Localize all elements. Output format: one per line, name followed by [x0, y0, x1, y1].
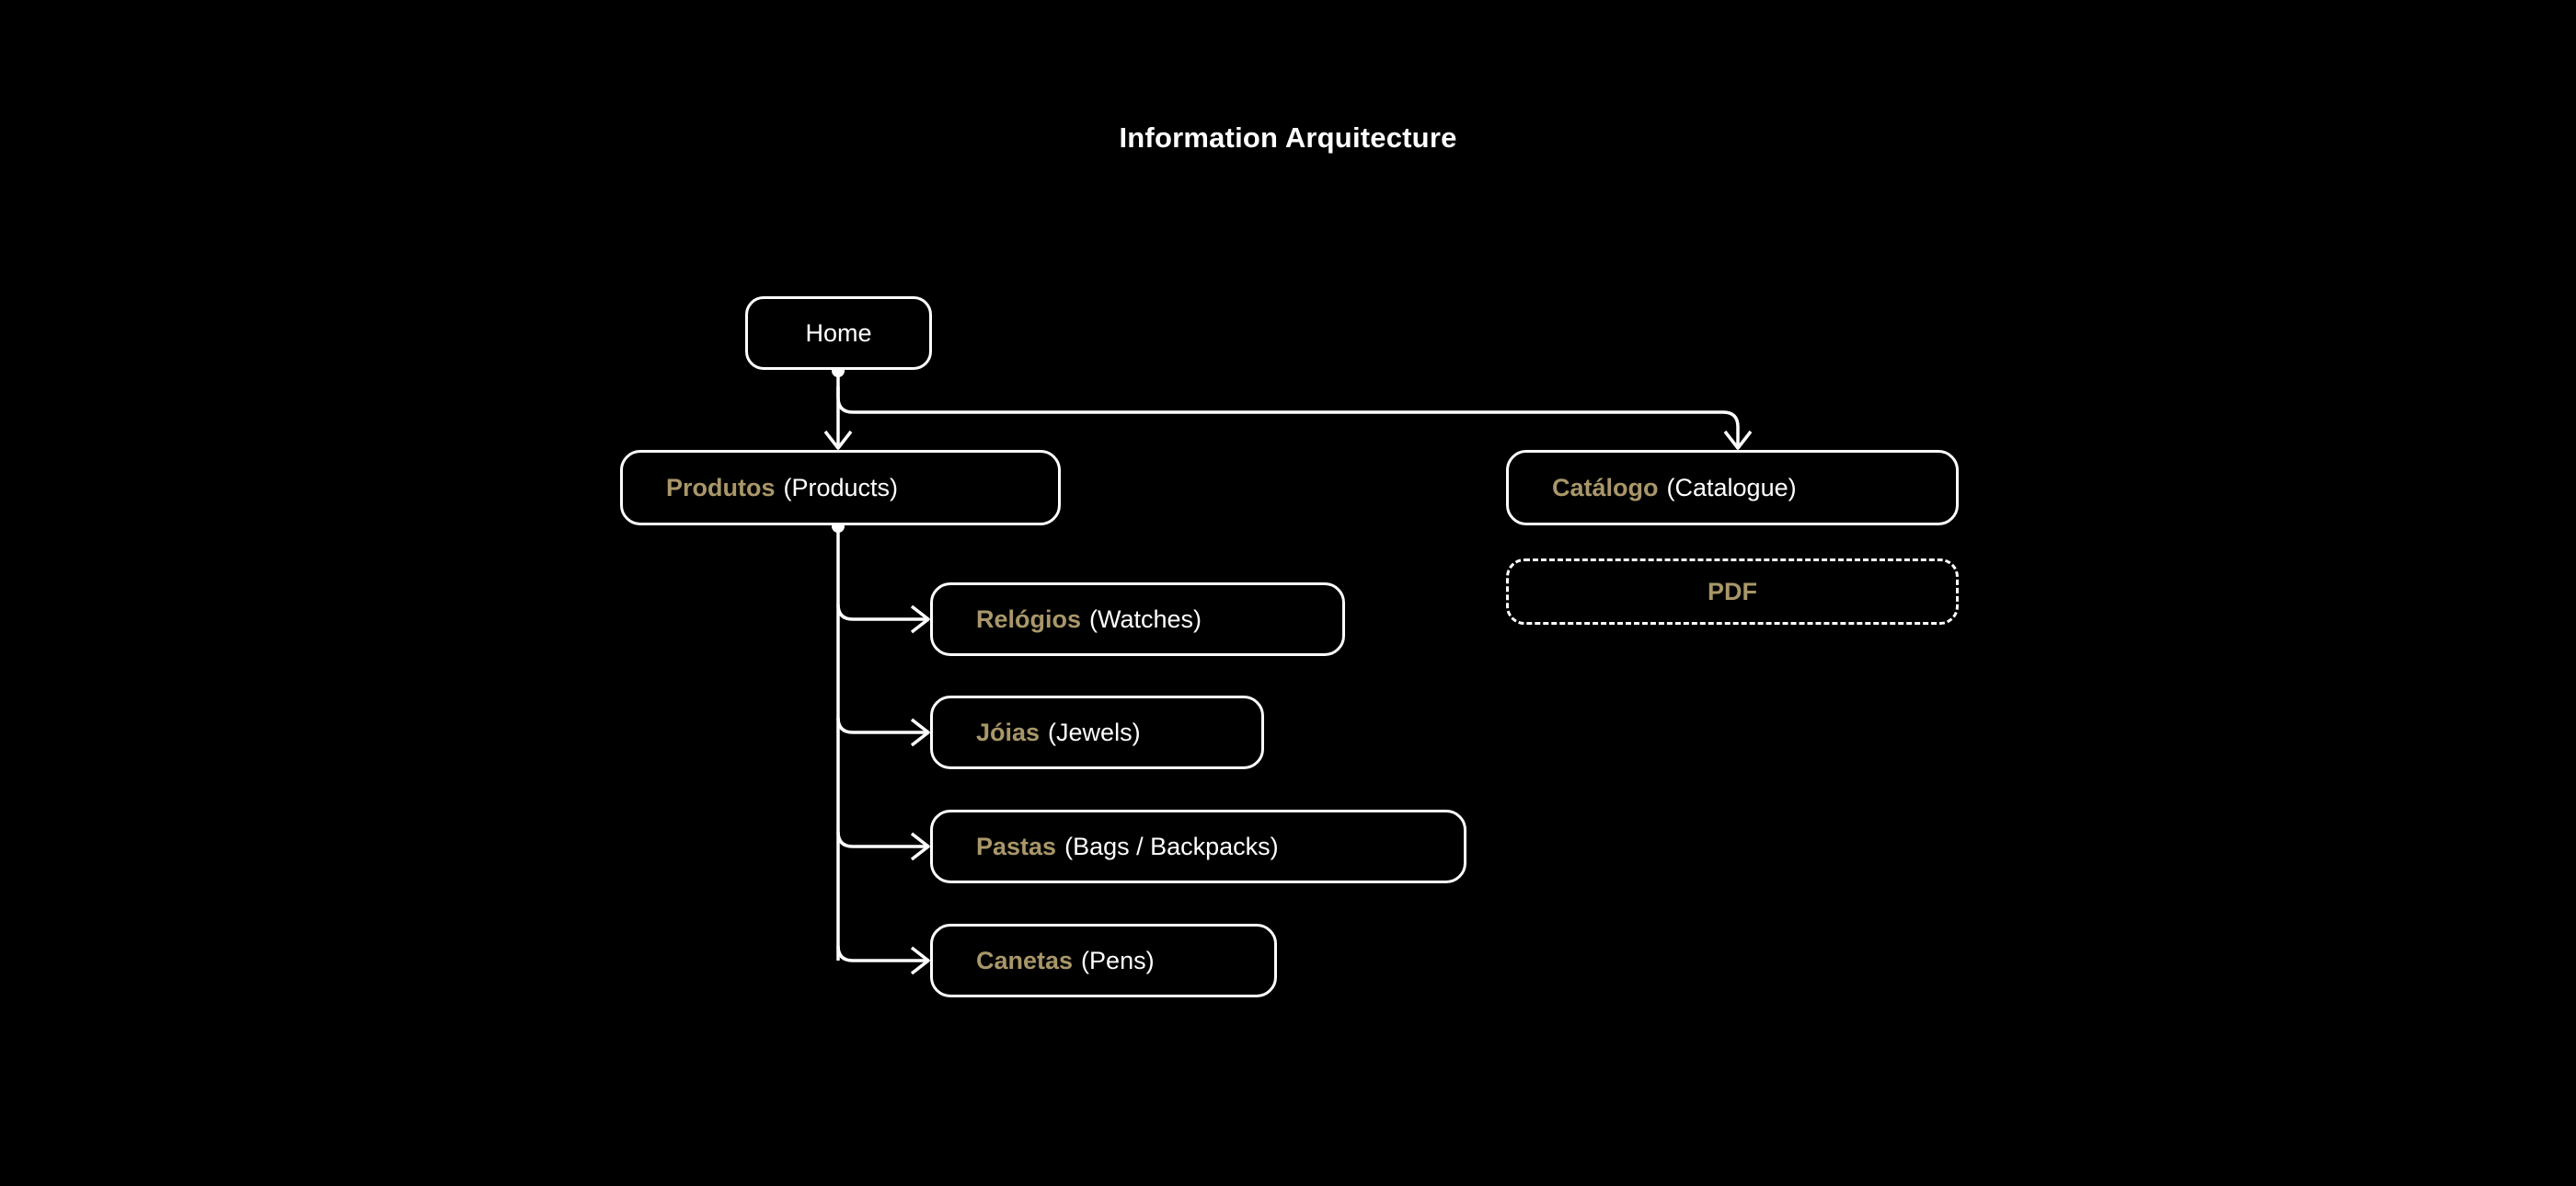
node-catalogo-label-en: (Catalogue) — [1666, 473, 1797, 501]
node-catalogo[interactable]: Catálogo (Catalogue) — [1506, 450, 1959, 525]
node-canetas-label-en: (Pens) — [1081, 946, 1155, 974]
node-relogios[interactable]: Relógios (Watches) — [930, 582, 1345, 656]
edge-home-to-catalogo — [836, 386, 1740, 447]
node-produtos[interactable]: Produtos (Products) — [620, 450, 1061, 525]
edge-produtos-to-canetas — [836, 945, 927, 962]
node-produtos-label-en: (Products) — [783, 473, 899, 501]
node-produtos-label-pt: Produtos — [666, 473, 776, 501]
page-title: Information Arquitecture — [1119, 121, 1457, 154]
edge-produtos-to-relogios — [836, 604, 927, 621]
node-pdf-label: PDF — [1708, 577, 1757, 605]
edge-produtos-to-joias — [836, 717, 927, 734]
node-pdf[interactable]: PDF — [1506, 558, 1959, 625]
node-joias-label-pt: Jóias — [976, 718, 1041, 746]
node-pastas[interactable]: Pastas (Bags / Backpacks) — [930, 810, 1466, 883]
node-home[interactable]: Home — [745, 296, 932, 370]
arrowhead-pastas — [910, 832, 930, 861]
arrowhead-catalogo — [1723, 430, 1753, 450]
node-joias-label-en: (Jewels) — [1048, 718, 1141, 746]
node-canetas[interactable]: Canetas (Pens) — [930, 924, 1277, 997]
arrowhead-produtos — [823, 430, 853, 450]
arrowhead-joias — [910, 718, 930, 747]
node-relogios-label-pt: Relógios — [976, 605, 1082, 633]
node-catalogo-label-pt: Catálogo — [1552, 473, 1659, 501]
edge-produtos-to-pastas — [836, 831, 927, 848]
node-pastas-label-pt: Pastas — [976, 832, 1057, 860]
node-canetas-label-pt: Canetas — [976, 946, 1074, 974]
arrowhead-relogios — [910, 605, 930, 634]
node-home-label: Home — [805, 318, 872, 347]
node-joias[interactable]: Jóias (Jewels) — [930, 696, 1264, 769]
node-relogios-label-en: (Watches) — [1089, 605, 1202, 633]
arrowhead-canetas — [910, 946, 930, 975]
node-pastas-label-en: (Bags / Backpacks) — [1064, 832, 1279, 860]
